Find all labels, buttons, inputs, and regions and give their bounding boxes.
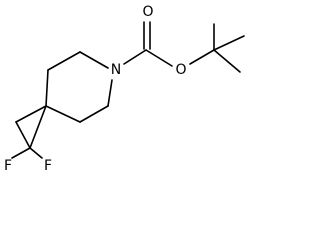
- atom-carbonyl-oxygen: O: [142, 4, 153, 20]
- atom-ester-oxygen: O: [175, 62, 186, 78]
- bond-c2-spiro: [45, 69, 49, 107]
- bond-n-carbonyl: [123, 49, 147, 65]
- atom-nitrogen: N: [111, 62, 121, 78]
- bond-spiro-cp1: [15, 105, 47, 123]
- atom-fluorine-1: F: [4, 158, 12, 174]
- bond-carbonyl-ester-o: [145, 49, 173, 67]
- bond-c-f1: [11, 147, 31, 159]
- atom-fluorine-2: F: [44, 158, 52, 174]
- bond-n-c1: [79, 51, 109, 69]
- bond-c1-c2: [47, 51, 81, 71]
- bond-c-f2: [29, 147, 43, 159]
- bond-c4-n: [107, 79, 113, 107]
- bond-spiro-c3: [45, 105, 81, 123]
- bond-cp1-cf2: [15, 121, 31, 149]
- bond-ester-o-tbu: [189, 49, 215, 65]
- bond-c3-c4: [79, 105, 109, 123]
- bond-tbu-me2: [213, 35, 245, 51]
- molecule-drawing: N O O F F: [4, 4, 245, 174]
- structure-diagram: N O O F F: [4, 4, 245, 174]
- bond-tbu-me3: [213, 49, 241, 73]
- bond-cf2-spiro: [29, 105, 47, 149]
